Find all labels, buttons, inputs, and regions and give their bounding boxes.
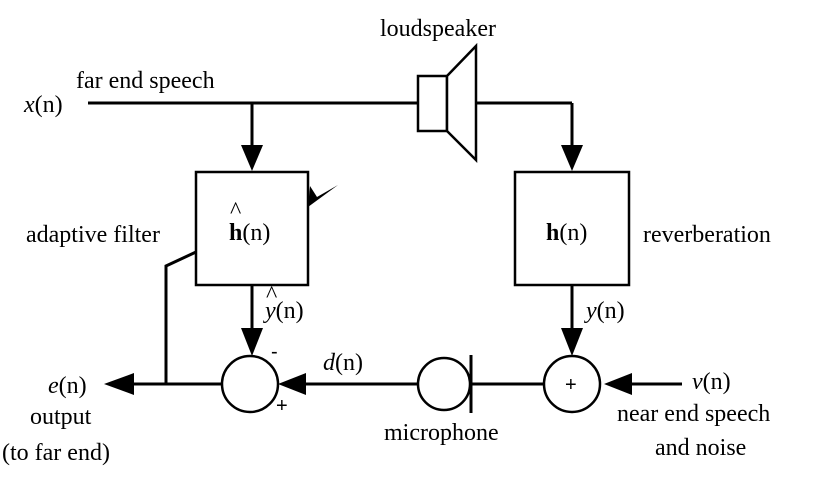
y-hat-label: y(n) (263, 298, 304, 324)
filter-input-arrow (241, 145, 263, 171)
output-label: output (30, 404, 92, 430)
reverb-input-arrow (561, 145, 583, 171)
x-signal-label: x(n) (23, 92, 63, 118)
h-label: h(n) (546, 220, 587, 246)
adaptation-arrowhead (308, 185, 338, 207)
d-arrow (278, 373, 306, 395)
d-signal-label: d(n) (323, 350, 363, 376)
error-feedback-line (164, 250, 197, 384)
plus-sign-adder: + (565, 374, 577, 396)
y-hat-hat: ^ (266, 282, 277, 308)
minus-sign: - (271, 341, 278, 363)
h-hat-hat: ^ (230, 198, 241, 224)
reverberation-label: reverberation (643, 222, 771, 248)
adaptive-filter-box (194, 170, 310, 287)
near-end-speech-label: near end speech (617, 401, 770, 427)
loudspeaker-icon (416, 42, 478, 164)
adaptive-filter-label: adaptive filter (26, 222, 160, 248)
v-signal-label: v(n) (692, 369, 731, 395)
y-arrow (561, 328, 583, 356)
and-noise-label: and noise (655, 435, 746, 461)
v-input-arrow (604, 373, 632, 395)
output-arrow (104, 373, 134, 395)
to-far-end-label: (to far end) (2, 440, 110, 466)
y-label: y(n) (584, 298, 625, 324)
far-end-speech-label: far end speech (76, 68, 215, 94)
loudspeaker-label: loudspeaker (380, 16, 496, 42)
microphone-label: microphone (384, 420, 499, 446)
e-signal-label: e(n) (48, 373, 87, 399)
plus-sign-subtractor: + (276, 395, 288, 417)
microphone-icon (416, 355, 473, 413)
yhat-arrow (241, 328, 263, 356)
h-hat-label: h(n) (229, 220, 270, 246)
subtractor-circle (220, 354, 280, 414)
